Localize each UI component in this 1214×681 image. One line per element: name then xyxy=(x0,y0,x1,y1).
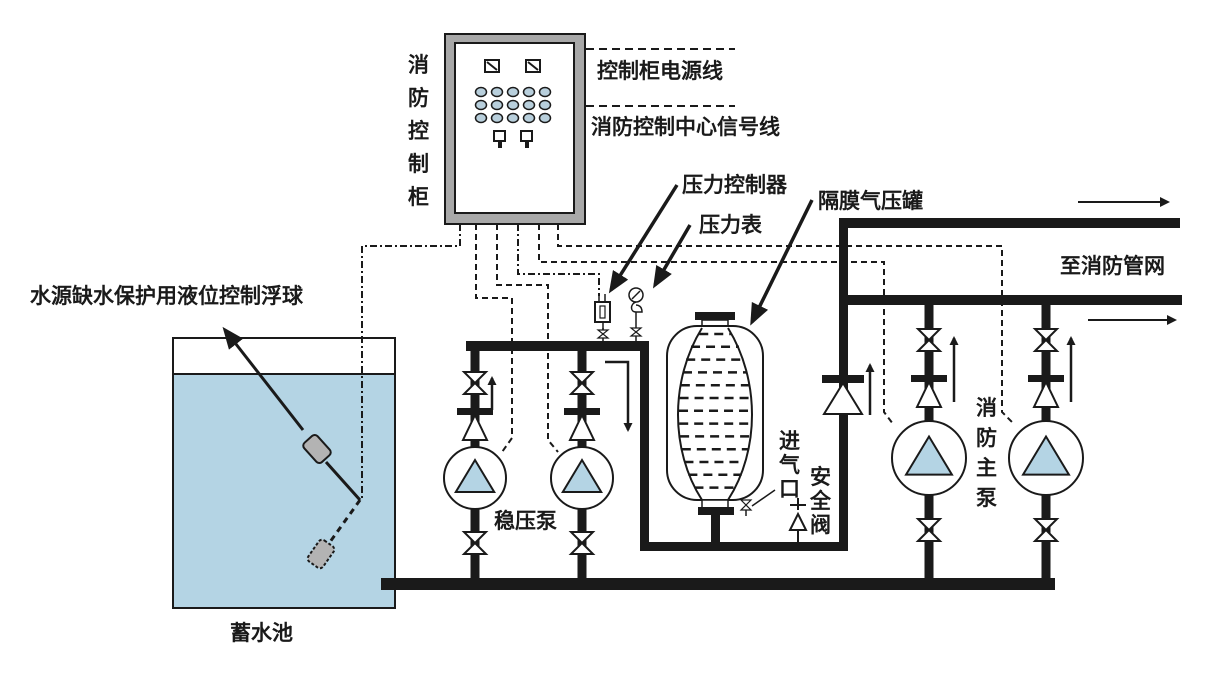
fire-network-pipe-top xyxy=(839,218,1180,228)
diaphragm-tank-label: 隔膜气压罐 xyxy=(818,189,923,213)
gate-valve-icon xyxy=(461,371,489,395)
indicator-light-icon xyxy=(490,112,504,124)
cabinet-switch xyxy=(484,59,500,73)
indicator-light-icon xyxy=(474,112,488,124)
indicator-light-icon xyxy=(490,86,504,98)
signal-line-label: 消防控制中心信号线 xyxy=(591,115,780,139)
check-valve-bar xyxy=(564,408,600,415)
label-char: 安 xyxy=(810,465,831,489)
cabinet-switch xyxy=(525,59,541,73)
stabilizing-pump xyxy=(550,346,614,580)
float-switch xyxy=(222,326,362,570)
control-wires xyxy=(361,224,1015,500)
gate-valve-icon xyxy=(915,518,943,542)
pressure-gauge-icon xyxy=(628,287,644,341)
check-valve-bar xyxy=(1028,375,1064,382)
reservoir xyxy=(172,337,396,609)
float-switch-label: 水源缺水保护用液位控制浮球 xyxy=(30,284,304,308)
gate-valve-icon xyxy=(1032,518,1060,542)
indicator-light-icon xyxy=(522,86,536,98)
fire-network-pipe-bottom xyxy=(839,295,1182,305)
pressure-controller xyxy=(594,294,611,341)
diaphragm-tank xyxy=(666,312,776,544)
check-valve-bar xyxy=(457,408,493,415)
indicator-light-icon xyxy=(506,86,520,98)
label-char: 气 xyxy=(778,453,800,477)
check-valve-icon xyxy=(1032,379,1060,408)
check-valve-icon xyxy=(822,375,864,415)
label-char: 全 xyxy=(809,489,832,513)
label-char: 防 xyxy=(976,426,997,450)
indicator-lights xyxy=(474,86,552,124)
air-inlet-label: 进气口 xyxy=(778,429,800,501)
label-char: 进 xyxy=(779,429,800,453)
indicator-light-icon xyxy=(538,99,552,111)
pump-impeller-icon xyxy=(904,434,954,476)
pressure-gauge-label: 压力表 xyxy=(699,213,763,237)
gate-valve-icon xyxy=(568,371,596,395)
float-ball-low xyxy=(306,538,336,570)
pump-impeller-icon xyxy=(561,458,603,493)
gate-valve-icon xyxy=(915,328,943,352)
check-valve-icon xyxy=(915,379,943,408)
gate-valve-icon xyxy=(1032,328,1060,352)
stabilizing-pump xyxy=(443,346,507,580)
main-fire-pump xyxy=(891,300,967,580)
pointer-arrow-icon xyxy=(750,199,814,326)
to-fire-network-label: 至消防管网 xyxy=(1060,254,1165,278)
indicator-light-icon xyxy=(506,112,520,124)
stabilizing-pump-label: 稳压泵 xyxy=(494,509,557,533)
pressure-controller-label: 压力控制器 xyxy=(682,173,788,197)
pointer-arrow-icon xyxy=(652,224,692,289)
cabinet-terminal xyxy=(520,130,533,148)
gate-valve-icon xyxy=(568,531,596,555)
label-char: 制 xyxy=(408,152,429,176)
indicator-light-icon xyxy=(474,86,488,98)
indicator-light-icon xyxy=(538,86,552,98)
reservoir-label: 蓄水池 xyxy=(230,621,293,645)
float-ball-high xyxy=(302,433,332,465)
tank-connection-pipe xyxy=(640,542,848,551)
suction-header-pipe xyxy=(381,578,1055,590)
indicator-light-icon xyxy=(522,112,536,124)
indicator-light-icon xyxy=(474,99,488,111)
reservoir-water xyxy=(174,374,394,607)
label-char: 消 xyxy=(408,53,429,77)
indicator-light-icon xyxy=(506,99,520,111)
safety-valve-icon xyxy=(788,498,808,542)
pump-impeller-icon xyxy=(454,458,496,493)
label-char: 泵 xyxy=(976,486,997,510)
label-char: 口 xyxy=(779,477,800,501)
indicator-light-icon xyxy=(490,99,504,111)
main-fire-pump xyxy=(1008,300,1084,580)
label-char: 主 xyxy=(976,456,997,480)
check-valve-bar xyxy=(911,375,947,382)
label-char: 控 xyxy=(408,119,429,143)
indicator-light-icon xyxy=(522,99,536,111)
gate-valve-icon xyxy=(461,531,489,555)
flow-arrow-icon xyxy=(605,360,633,432)
indicator-light-icon xyxy=(538,112,552,124)
stabilizing-discharge-pipe xyxy=(466,341,649,351)
power-line-label: 控制柜电源线 xyxy=(597,59,723,83)
cabinet-terminal xyxy=(493,130,506,148)
label-char: 防 xyxy=(408,86,429,110)
check-valve-icon xyxy=(461,412,489,441)
pump-impeller-icon xyxy=(1021,434,1071,476)
label-char: 阀 xyxy=(810,513,831,537)
label-char: 消 xyxy=(976,396,997,420)
label-char: 柜 xyxy=(408,185,429,209)
air-inlet-valve-icon xyxy=(739,499,753,511)
check-valve-icon xyxy=(568,412,596,441)
safety-valve-label: 安全阀 xyxy=(809,465,832,537)
control-cabinet xyxy=(444,33,586,225)
pointer-arrow-icon xyxy=(608,184,679,294)
